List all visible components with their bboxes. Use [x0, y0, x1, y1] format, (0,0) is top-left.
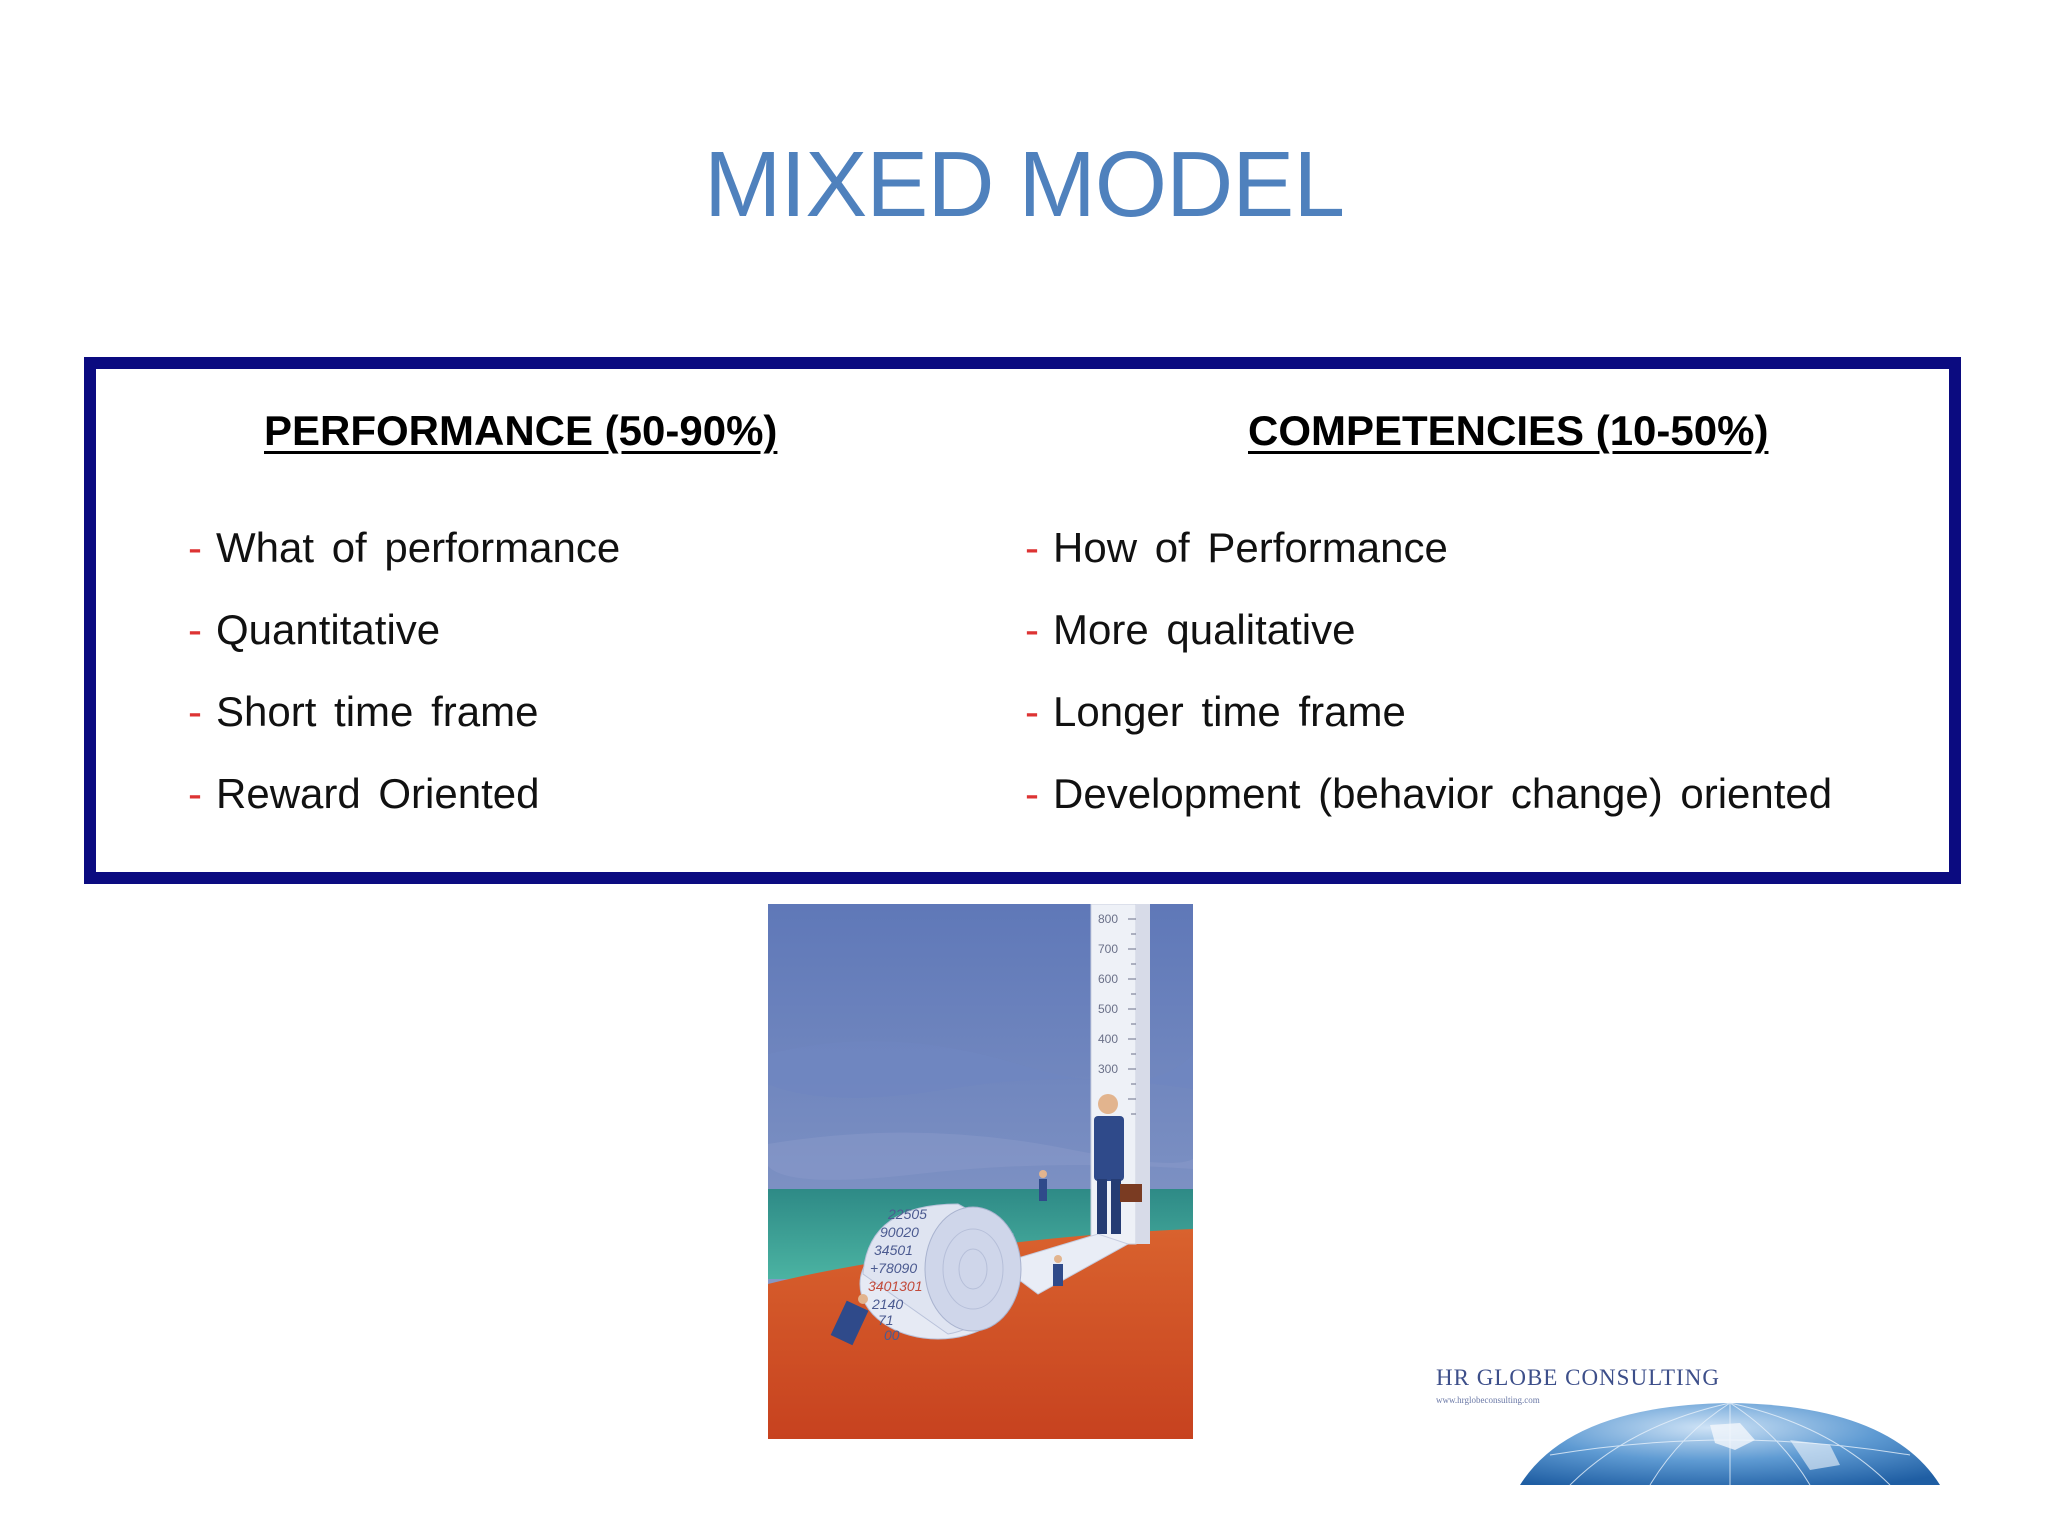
roll-number: 22505	[887, 1206, 927, 1222]
slide-title: MIXED MODEL	[703, 132, 1345, 236]
list-item: -Development (behavior change) oriented	[1025, 753, 1832, 835]
list-item-text: Reward Oriented	[216, 770, 540, 817]
competencies-list: -How of Performance -More qualitative -L…	[1025, 507, 1832, 835]
businessman-figure	[1094, 1094, 1142, 1234]
ruler-tick: 500	[1098, 1002, 1118, 1016]
performance-heading: PERFORMANCE (50-90%)	[264, 407, 778, 454]
roll-number: 34501	[874, 1242, 913, 1258]
comparison-box: PERFORMANCE (50-90%) COMPETENCIES (10-50…	[84, 357, 1961, 884]
logo-url: www.hrglobeconsulting.com	[1436, 1395, 1540, 1405]
list-item: -More qualitative	[1025, 589, 1832, 671]
list-item: -Longer time frame	[1025, 671, 1832, 753]
ruler-tick: 600	[1098, 972, 1118, 986]
list-item-text: What of performance	[216, 524, 621, 571]
bullet-dash: -	[1025, 770, 1039, 817]
bullet-dash: -	[188, 770, 202, 817]
ruler-tick: 400	[1098, 1032, 1118, 1046]
list-item-text: Short time frame	[216, 688, 539, 735]
roll-number: 2140	[871, 1296, 903, 1312]
bullet-dash: -	[1025, 524, 1039, 571]
competencies-heading: COMPETENCIES (10-50%)	[1248, 407, 1769, 454]
roll-number: 90020	[880, 1224, 919, 1240]
roll-number: 3401301	[868, 1278, 923, 1294]
list-item-text: Development (behavior change) oriented	[1053, 770, 1833, 817]
logo-company-name: HR GLOBE CONSULTING	[1436, 1365, 1720, 1390]
illustration-image: 800 700 600 500 400 300 22505 90020 3450…	[768, 903, 1197, 1439]
measurement-illustration: 800 700 600 500 400 300 22505 90020 3450…	[768, 903, 1197, 1439]
roll-number: 71	[878, 1312, 894, 1328]
bullet-dash: -	[188, 524, 202, 571]
list-item: -How of Performance	[1025, 507, 1832, 589]
bullet-dash: -	[188, 606, 202, 653]
bullet-dash: -	[1025, 606, 1039, 653]
ruler-tick: 700	[1098, 942, 1118, 956]
list-item-text: How of Performance	[1053, 524, 1448, 571]
bullet-dash: -	[1025, 688, 1039, 735]
roll-number: 00	[884, 1327, 900, 1343]
list-item-text: Quantitative	[216, 606, 441, 653]
list-item: -Reward Oriented	[188, 753, 620, 835]
globe-icon	[1520, 1402, 1940, 1485]
performance-list: -What of performance -Quantitative -Shor…	[188, 507, 620, 835]
list-item-text: More qualitative	[1053, 606, 1356, 653]
ruler-tick: 800	[1098, 912, 1118, 926]
list-item-text: Longer time frame	[1053, 688, 1406, 735]
list-item: -What of performance	[188, 507, 620, 589]
list-item: -Quantitative	[188, 589, 620, 671]
ruler-tick: 300	[1098, 1062, 1118, 1076]
hr-globe-logo: HR GLOBE CONSULTING www.hrglobeconsultin…	[1430, 1355, 1950, 1485]
list-item: -Short time frame	[188, 671, 620, 753]
roll-number: +78090	[870, 1260, 917, 1276]
bullet-dash: -	[188, 688, 202, 735]
